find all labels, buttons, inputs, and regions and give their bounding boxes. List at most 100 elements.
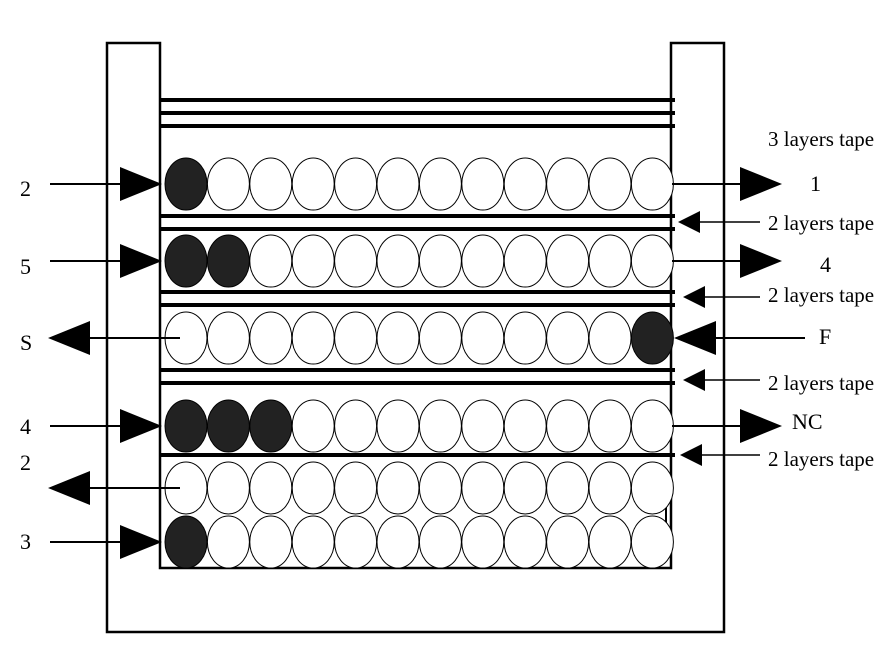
arrows-layer	[48, 167, 805, 559]
top-tape-label: 3 layers tape	[768, 127, 874, 151]
empty-ball	[206, 311, 250, 365]
row-1-right-label: 1	[810, 171, 821, 196]
empty-ball	[206, 461, 250, 515]
separator-tape-1-pointer	[678, 211, 760, 233]
filled-ball	[164, 157, 208, 211]
row-2-left-inflow-arrow	[50, 244, 162, 278]
empty-ball	[546, 515, 590, 569]
empty-ball	[376, 157, 420, 211]
separator-tape-2	[160, 290, 675, 307]
empty-ball	[249, 157, 293, 211]
row-2-right-outflow-arrow	[672, 244, 782, 278]
separator-tape-2-pointer	[683, 286, 760, 308]
filled-ball	[206, 234, 250, 288]
filled-ball	[249, 399, 293, 453]
separator-tape-3-pointer	[683, 369, 760, 391]
empty-ball	[461, 157, 505, 211]
empty-ball	[418, 399, 462, 453]
empty-ball	[630, 157, 674, 211]
row-5-left-label: 2	[20, 450, 31, 475]
row-4-left-label: 4	[20, 414, 31, 439]
empty-ball	[588, 157, 632, 211]
empty-ball	[249, 515, 293, 569]
row-4-left-inflow-arrow	[50, 409, 162, 443]
empty-ball	[334, 515, 378, 569]
empty-ball	[376, 515, 420, 569]
empty-ball	[249, 461, 293, 515]
empty-ball	[630, 234, 674, 288]
empty-ball	[376, 234, 420, 288]
empty-ball	[546, 234, 590, 288]
filled-ball	[164, 399, 208, 453]
empty-ball	[503, 515, 547, 569]
empty-ball	[418, 515, 462, 569]
filled-ball	[164, 234, 208, 288]
row-6-left-inflow-arrow	[50, 525, 162, 559]
empty-ball	[291, 234, 335, 288]
row-3-left-label: S	[20, 330, 32, 355]
empty-ball	[630, 461, 674, 515]
separator-tape-3-label: 2 layers tape	[768, 371, 874, 395]
row-2-left-label: 5	[20, 254, 31, 279]
row-3-right-inflow-arrow	[674, 321, 805, 355]
empty-ball	[376, 311, 420, 365]
separator-tape-3	[160, 368, 675, 385]
empty-ball	[588, 234, 632, 288]
empty-ball	[503, 399, 547, 453]
empty-ball	[291, 461, 335, 515]
row-4-right-label: NC	[792, 409, 823, 434]
empty-ball	[334, 311, 378, 365]
filled-ball	[206, 399, 250, 453]
filled-ball	[164, 515, 208, 569]
row-1-left-inflow-arrow	[50, 167, 162, 201]
row-6-left-label: 3	[20, 529, 31, 554]
empty-ball	[588, 399, 632, 453]
separator-tape-4-label: 2 layers tape	[768, 447, 874, 471]
row-5-left-outflow-arrow	[48, 471, 180, 505]
empty-ball	[503, 461, 547, 515]
balls-layer	[164, 157, 674, 569]
separator-tape-2-label: 2 layers tape	[768, 283, 874, 307]
empty-ball	[291, 515, 335, 569]
ball-row-5	[164, 461, 674, 515]
empty-ball	[418, 311, 462, 365]
ball-row-3	[164, 311, 674, 365]
empty-ball	[546, 399, 590, 453]
empty-ball	[461, 461, 505, 515]
empty-ball	[206, 515, 250, 569]
empty-ball	[461, 399, 505, 453]
empty-ball	[249, 311, 293, 365]
empty-ball	[630, 515, 674, 569]
empty-ball	[546, 157, 590, 211]
separator-tape-1-label: 2 layers tape	[768, 211, 874, 235]
empty-ball	[503, 311, 547, 365]
empty-ball	[588, 461, 632, 515]
empty-ball	[546, 461, 590, 515]
empty-ball	[376, 461, 420, 515]
empty-ball	[418, 157, 462, 211]
top-tape-lines	[160, 98, 675, 128]
empty-ball	[206, 157, 250, 211]
filled-ball	[630, 311, 674, 365]
row-1-right-outflow-arrow	[672, 167, 782, 201]
empty-ball	[630, 399, 674, 453]
row-2-right-label: 4	[820, 252, 831, 277]
empty-ball	[334, 234, 378, 288]
empty-ball	[291, 157, 335, 211]
empty-ball	[334, 157, 378, 211]
ball-row-6	[164, 515, 674, 569]
row-3-left-outflow-arrow	[48, 321, 180, 355]
row-3-right-label: F	[819, 324, 831, 349]
empty-ball	[334, 461, 378, 515]
empty-ball	[461, 234, 505, 288]
empty-ball	[418, 234, 462, 288]
empty-ball	[588, 515, 632, 569]
separator-tape-4-pointer	[680, 444, 760, 466]
empty-ball	[376, 399, 420, 453]
empty-ball	[503, 234, 547, 288]
empty-ball	[503, 157, 547, 211]
empty-ball	[461, 311, 505, 365]
ball-row-4	[164, 399, 674, 453]
